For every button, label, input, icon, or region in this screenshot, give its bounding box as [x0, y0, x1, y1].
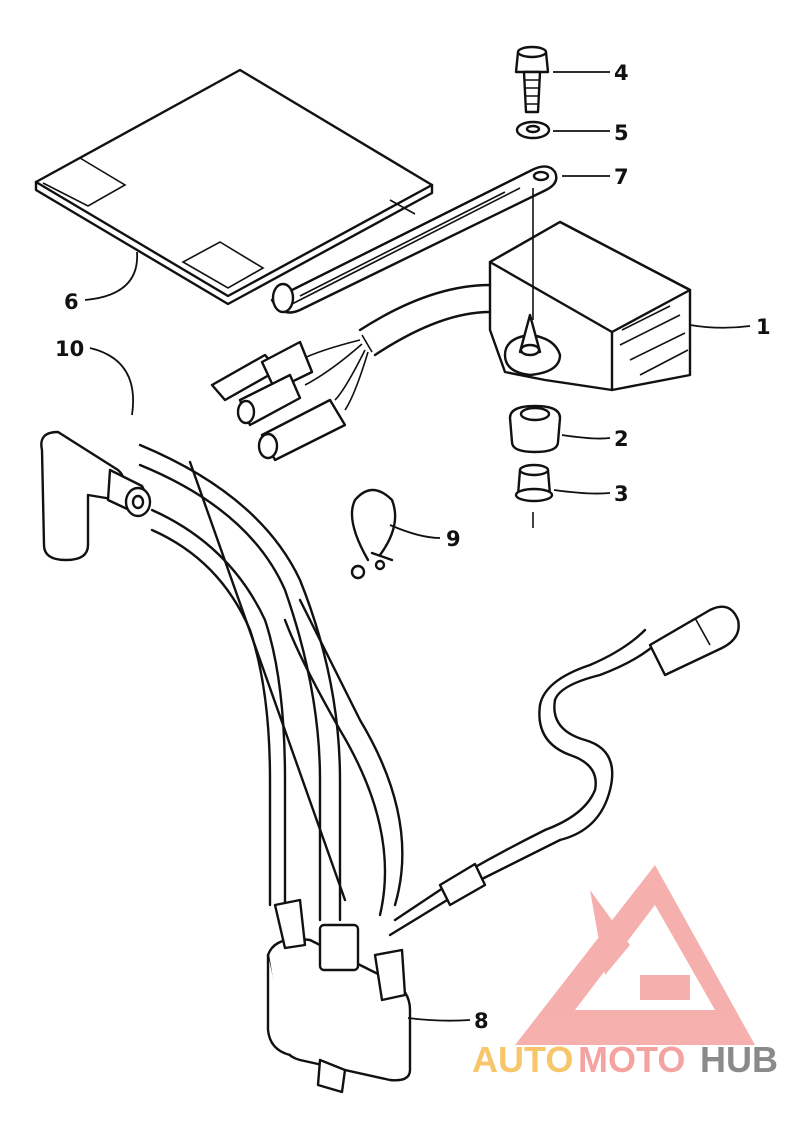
part-5-washer	[515, 120, 551, 140]
part-7-strap	[270, 165, 558, 314]
part-2-grommet	[508, 404, 562, 454]
callout-6: 6	[64, 290, 79, 314]
watermark-part3: HUB	[700, 1039, 778, 1080]
part-4-bolt	[514, 45, 550, 114]
callout-4: 4	[614, 61, 629, 85]
callout-1: 1	[756, 315, 771, 339]
watermark-triangle-icon	[515, 865, 755, 1045]
callout-9: 9	[446, 527, 461, 551]
part-6-decal-sheet	[34, 68, 434, 306]
callout-8: 8	[474, 1009, 489, 1033]
part-1-cdi-box	[488, 220, 692, 392]
leader-lines	[84, 71, 751, 1022]
watermark-part1: AUTO	[472, 1039, 573, 1080]
part-9-clip	[350, 488, 397, 580]
cdi-harness	[210, 283, 492, 462]
callout-2: 2	[614, 427, 629, 451]
callout-10: 10	[55, 337, 84, 361]
callout-3: 3	[614, 482, 629, 506]
callout-7: 7	[614, 165, 629, 189]
watermark-part2: MOTO	[578, 1039, 685, 1080]
callout-5: 5	[614, 121, 629, 145]
watermark-logo	[515, 865, 755, 1045]
part-10-plug-cap	[40, 430, 152, 562]
part-3-bushing	[514, 463, 554, 503]
part-8-ignition-coil	[138, 443, 740, 1094]
